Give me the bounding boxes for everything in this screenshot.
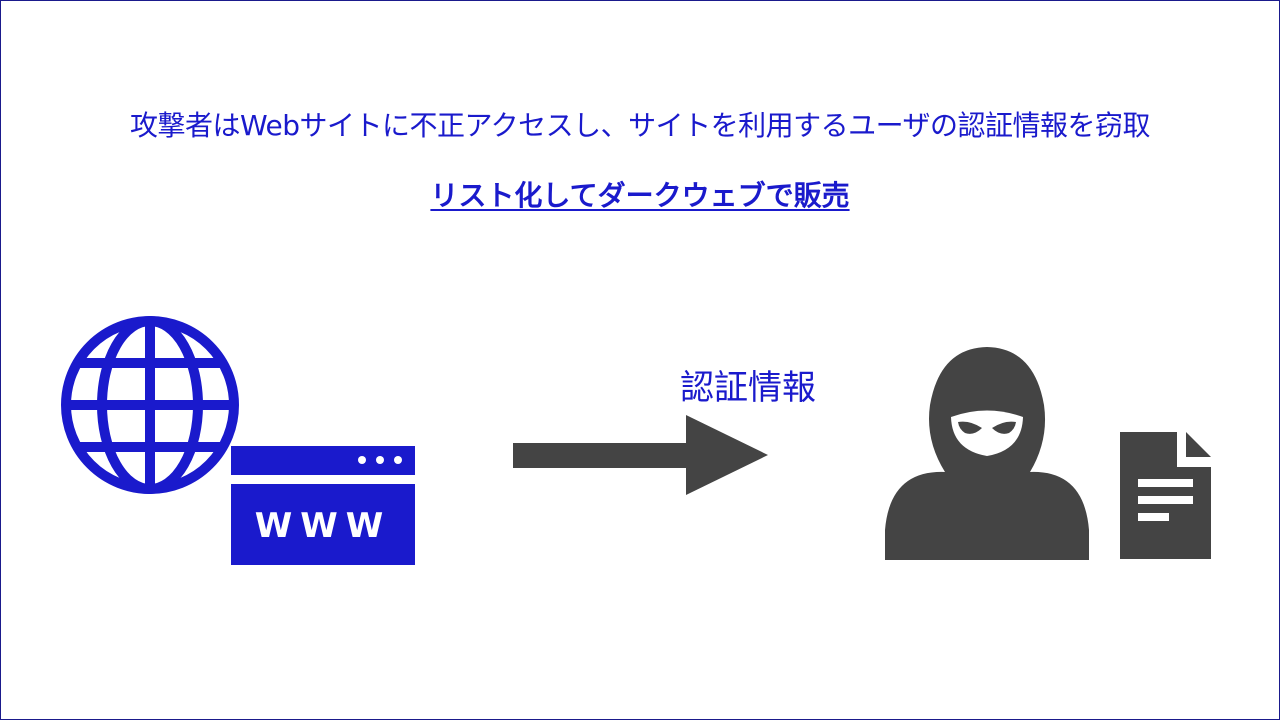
hacker-icon bbox=[885, 347, 1089, 560]
slide-subtitle: リスト化してダークウェブで販売 bbox=[0, 174, 1280, 214]
subtitle-text: リスト化してダークウェブで販売 bbox=[430, 179, 850, 212]
right-arrow-icon bbox=[513, 415, 768, 495]
www-text: WWW bbox=[255, 506, 392, 546]
slide-title: 攻撃者はWebサイトに不正アクセスし、サイトを利用するユーザの認証情報を窃取 bbox=[129, 109, 1151, 142]
browser-www-icon: WWW bbox=[231, 446, 415, 565]
document-icon bbox=[1120, 432, 1211, 559]
arrow-label: 認証情報 bbox=[680, 368, 816, 408]
globe-icon bbox=[61, 316, 239, 494]
